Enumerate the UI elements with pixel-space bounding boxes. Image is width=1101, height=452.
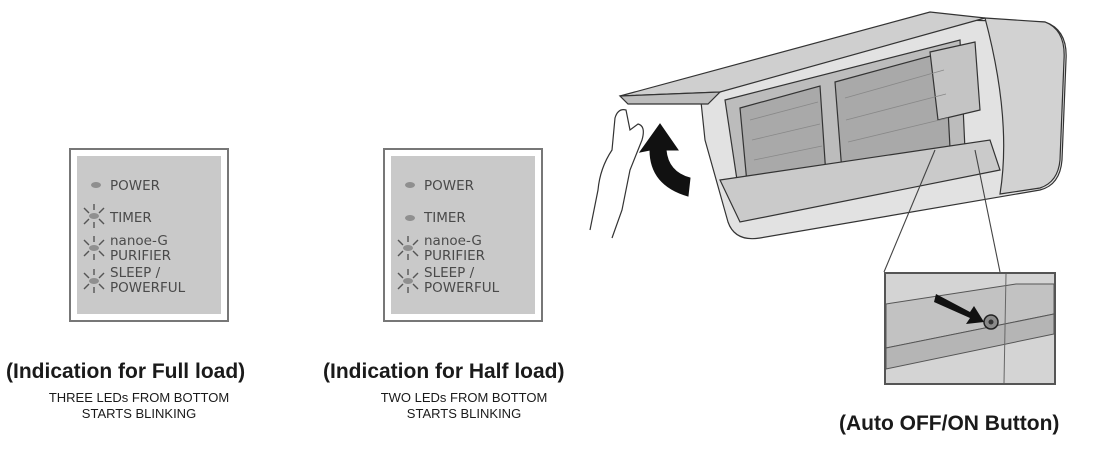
sleep-led-blinking-icon [83,269,105,293]
led-label-sleep: SLEEP / [424,265,475,281]
led-label-powerful: POWERFUL [110,280,186,296]
inset-drawing [886,274,1054,383]
auto-button-inset [884,272,1056,385]
power-led-icon [405,182,415,188]
led-label-purifier: PURIFIER [110,248,172,264]
leader-lines [883,149,1001,273]
sleep-led-blinking-icon [397,269,419,293]
led-label-power: POWER [424,178,475,194]
led-label-power: POWER [110,178,161,194]
led-label-nanoe: nanoe-G [424,233,482,249]
caption-half-load-title: (Indication for Half load) [323,360,565,383]
hand [589,109,644,239]
timer-led-icon [405,215,415,221]
led-panel-full-load: POWER TIMER nanoe-G PURIFIER [69,148,229,322]
led-label-purifier: PURIFIER [424,248,486,264]
power-led-icon [91,182,101,188]
caption-half-load-line1: TWO LEDs FROM BOTTOM [380,390,548,405]
indoor-unit [618,11,1067,240]
led-label-timer: TIMER [424,210,466,226]
filter-grid [749,69,949,161]
led-label-timer: TIMER [110,210,152,226]
led-label-nanoe: nanoe-G [110,233,168,249]
led-panel-face: POWER TIMER nanoe-G PURIFIER [77,156,221,314]
nanoe-led-blinking-icon [397,236,419,260]
pointer-arrow-icon [934,294,984,324]
lift-arrow [638,123,691,197]
led-label-powerful: POWERFUL [424,280,500,296]
caption-half-load-line2: STARTS BLINKING [406,406,522,421]
led-panel-half-load: POWER TIMER nanoe-G PURIFIER SLEEP / POW… [383,148,543,322]
nanoe-led-blinking-icon [83,236,105,260]
caption-auto-button: (Auto OFF/ON Button) [839,412,1060,435]
caption-full-load-line2: STARTS BLINKING [81,406,197,421]
caption-full-load-line1: THREE LEDs FROM BOTTOM [48,390,230,405]
caption-full-load-title: (Indication for Full load) [6,360,246,383]
timer-led-blinking-icon [83,204,105,228]
led-panel-face: POWER TIMER nanoe-G PURIFIER SLEEP / POW… [391,156,535,314]
led-label-sleep: SLEEP / [110,265,161,281]
